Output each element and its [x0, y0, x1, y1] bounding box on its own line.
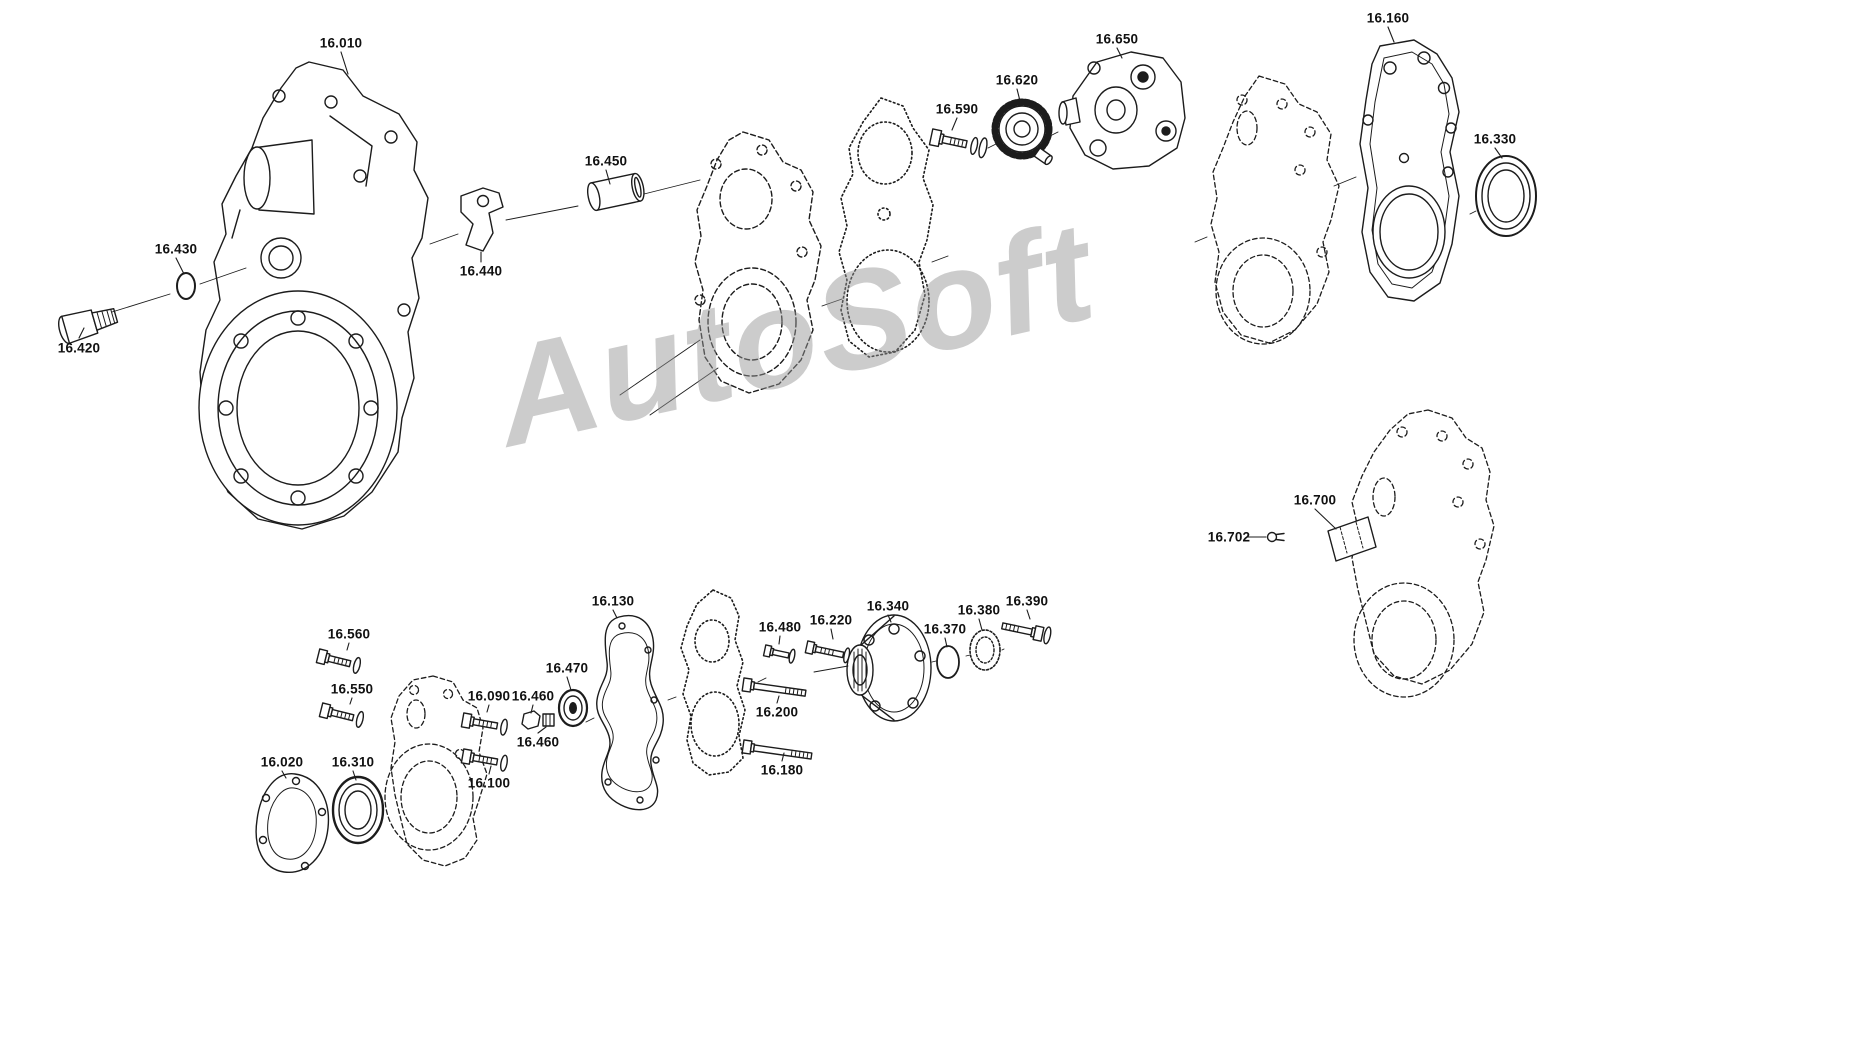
axis-lines [111, 131, 1477, 723]
screw-16702-drawing [1266, 531, 1285, 543]
oring-16370-drawing [936, 645, 960, 679]
part-label-16-650[interactable]: 16.650 [1095, 31, 1139, 47]
part-label-16-460-a[interactable]: 16.460 [511, 688, 555, 704]
part-label-16-470[interactable]: 16.470 [545, 660, 589, 676]
housing-rear-view-top-drawing [1210, 75, 1340, 345]
plug-16460-drawing [521, 710, 555, 730]
plug-16420-drawing [57, 308, 119, 345]
part-label-16-440[interactable]: 16.440 [459, 263, 503, 279]
housing-16010-drawing [198, 61, 429, 530]
seal-ring-16330-drawing [1475, 155, 1537, 237]
housing-front-view-bottom-drawing [384, 675, 488, 867]
pump-gasket-drawing [838, 97, 934, 358]
part-label-16-100[interactable]: 16.100 [467, 775, 511, 791]
part-label-16-560[interactable]: 16.560 [327, 626, 371, 642]
part-label-16-620[interactable]: 16.620 [995, 72, 1039, 88]
oring-16430-drawing [176, 272, 196, 300]
bolt-16480-drawing [762, 644, 796, 664]
part-label-16-200[interactable]: 16.200 [755, 704, 799, 720]
part-label-16-090[interactable]: 16.090 [467, 688, 511, 704]
part-label-16-480[interactable]: 16.480 [758, 619, 802, 635]
part-label-16-702[interactable]: 16.702 [1207, 529, 1251, 545]
bolt-16220-drawing [804, 640, 851, 664]
output-flange-16340-drawing [846, 614, 932, 722]
bolt-16200-drawing [741, 677, 807, 697]
bolt-16590-drawing [928, 128, 988, 159]
cover-plate-16700-drawing [1327, 516, 1377, 562]
part-label-16-460-b[interactable]: 16.460 [516, 734, 560, 750]
gasket-16130-drawing [596, 615, 664, 811]
gear-16620-drawing [991, 98, 1053, 166]
part-label-16-220[interactable]: 16.220 [809, 612, 853, 628]
bolt-16180-drawing [741, 739, 813, 760]
part-label-16-380[interactable]: 16.380 [957, 602, 1001, 618]
part-label-16-550[interactable]: 16.550 [330, 681, 374, 697]
bolt-16390-drawing [1001, 622, 1052, 645]
bolt-16090-drawing [460, 712, 508, 736]
seal-16470-drawing [557, 688, 589, 728]
timing-gasket-drawing [680, 589, 746, 776]
part-label-16-700[interactable]: 16.700 [1293, 492, 1337, 508]
part-label-16-450[interactable]: 16.450 [584, 153, 628, 169]
sleeve-16450-drawing [586, 172, 645, 212]
part-label-16-130[interactable]: 16.130 [591, 593, 635, 609]
part-label-16-180[interactable]: 16.180 [760, 762, 804, 778]
part-label-16-390[interactable]: 16.390 [1005, 593, 1049, 609]
cover-plate-16160-drawing [1359, 39, 1460, 302]
bolt-16100-drawing [460, 748, 508, 772]
part-label-16-310[interactable]: 16.310 [331, 754, 375, 770]
oil-pump-16650-drawing [1058, 51, 1186, 170]
part-label-16-420[interactable]: 16.420 [57, 340, 101, 356]
part-label-16-160[interactable]: 16.160 [1366, 10, 1410, 26]
bolt-16560-drawing [315, 648, 362, 674]
bolt-16550-drawing [318, 702, 365, 728]
housing-rear-view-bottom-drawing [1351, 409, 1495, 698]
part-label-16-010[interactable]: 16.010 [319, 35, 363, 51]
part-label-16-340[interactable]: 16.340 [866, 598, 910, 614]
part-label-16-590[interactable]: 16.590 [935, 101, 979, 117]
washer-16380-drawing [969, 629, 1001, 671]
gasket-16020-drawing [255, 773, 330, 873]
part-label-16-370[interactable]: 16.370 [923, 621, 967, 637]
bracket-16440-drawing [460, 187, 504, 252]
part-label-16-330[interactable]: 16.330 [1473, 131, 1517, 147]
seal-ring-16310-drawing [331, 775, 385, 845]
leader-lines [78, 26, 1503, 781]
part-label-16-430[interactable]: 16.430 [154, 241, 198, 257]
part-label-16-020[interactable]: 16.020 [260, 754, 304, 770]
intermediate-housing-drawing [694, 131, 822, 394]
